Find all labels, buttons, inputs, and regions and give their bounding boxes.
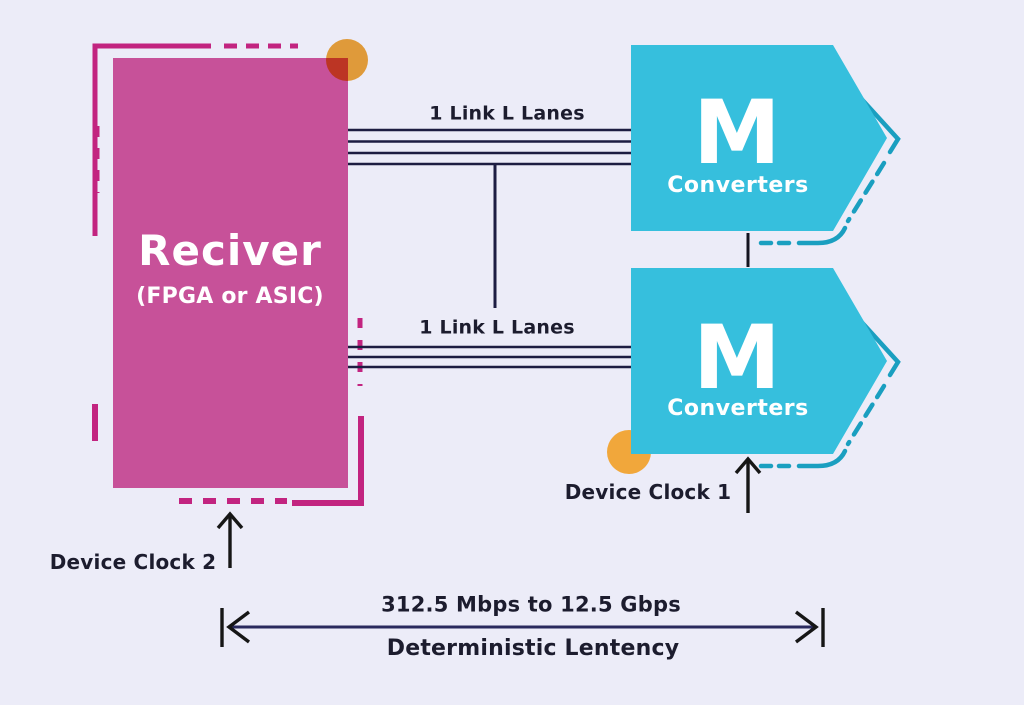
measure-head-right	[794, 610, 819, 644]
converter-2-block	[631, 268, 887, 454]
receiver-block	[113, 58, 348, 488]
measure-arrow	[220, 608, 825, 647]
device-clock-2-arrow	[216, 511, 244, 568]
arrow-head-up	[734, 456, 762, 475]
orange-dot-top	[326, 39, 368, 81]
measure-head-left	[226, 610, 251, 644]
device-clock-1-arrow	[734, 456, 762, 513]
converter-1-block	[631, 45, 887, 231]
device-clock-1-label: Device Clock 1	[564, 480, 732, 504]
converter-1-letter: M	[693, 81, 781, 184]
link-1-lanes	[346, 128, 632, 166]
converter-1-outline	[752, 79, 901, 246]
link-1-label: 1 Link L Lanes	[429, 102, 585, 125]
link-2-label: 1 Link L Lanes	[419, 316, 575, 339]
outline-dashed-mid	[845, 160, 887, 224]
outline-dashed-mid	[845, 383, 887, 447]
outline-solid-elbow	[796, 448, 848, 469]
accent-corner-bottom-right	[292, 416, 364, 506]
link-2-lanes	[346, 345, 632, 369]
converter-2-letter: M	[693, 306, 781, 409]
device-clock-2-label: Device Clock 2	[49, 550, 217, 574]
converter-2-label: Converters	[667, 396, 809, 421]
receiver-subtitle: (FPGA or ASIC)	[136, 284, 324, 309]
latency-label: Deterministic Lentency	[386, 636, 680, 661]
converter-1-label: Converters	[667, 173, 809, 198]
receiver-title: Reciver	[138, 226, 322, 275]
rate-label: 312.5 Mbps to 12.5 Gbps	[381, 592, 681, 617]
outline-solid-elbow	[796, 225, 848, 246]
link-lanes	[346, 128, 750, 369]
arrow-head-up	[216, 511, 244, 530]
receiver-accent-decorations	[92, 43, 364, 506]
